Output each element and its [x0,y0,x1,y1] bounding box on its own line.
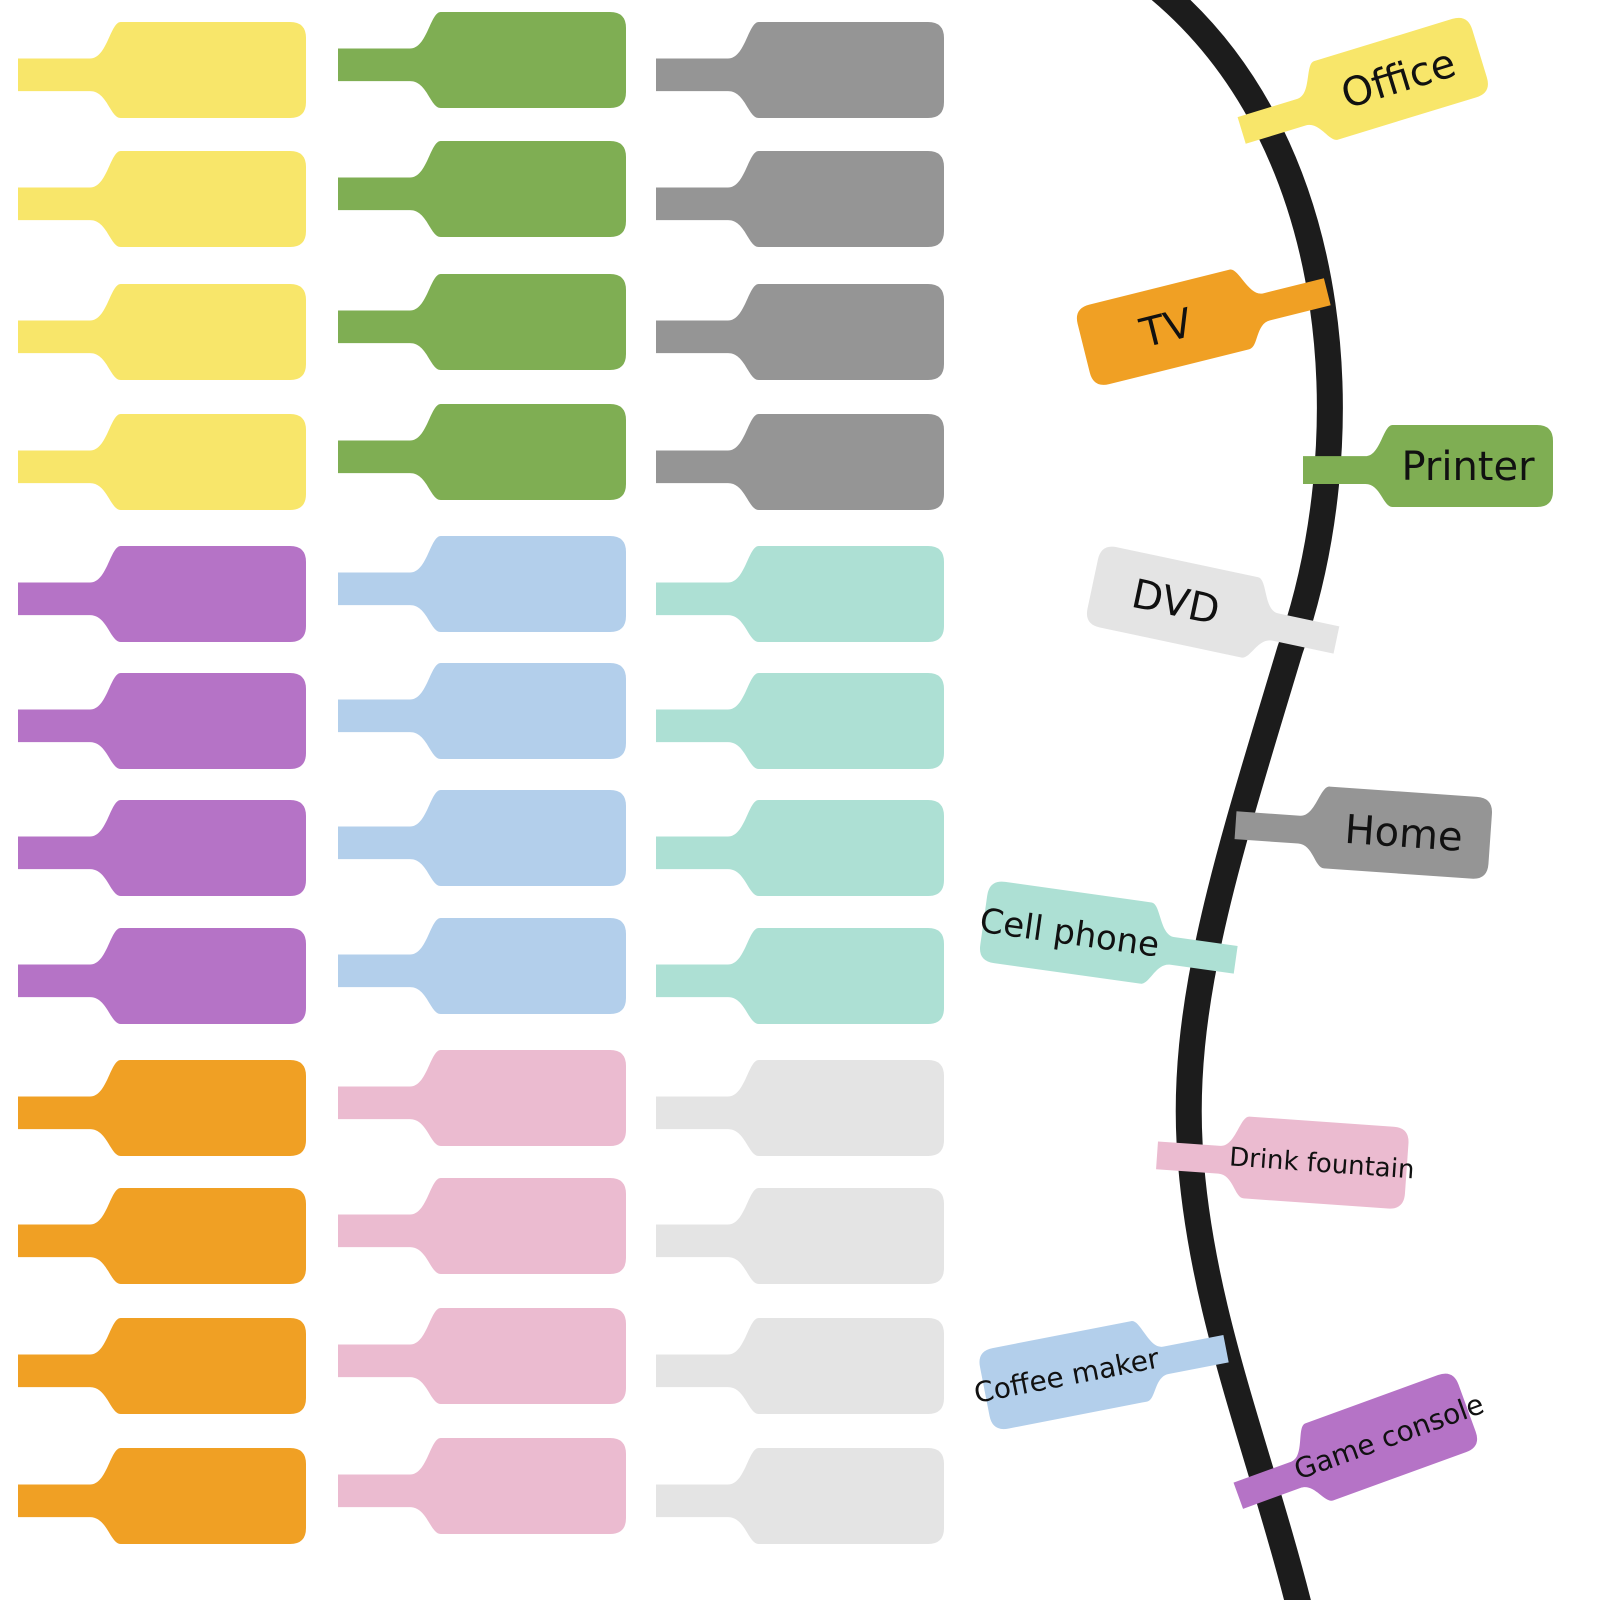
cable-tag: TV [1076,269,1331,385]
blank-tag-green [338,12,626,108]
cable-tag: Coffee maker [971,1321,1229,1430]
cable-tag-shape [1303,425,1553,507]
blank-tag-yellow [18,284,306,380]
cable-tag-label: Printer [1401,444,1535,490]
cable-tag: DVD [1086,546,1340,658]
blank-tag-orange [18,1448,306,1544]
cable-tag-shape [979,881,1238,984]
blank-tag-green [338,404,626,500]
blank-tag-orange [18,1318,306,1414]
blank-tag-white [656,1188,944,1284]
cable-tag-label: Home [1343,807,1464,861]
blank-tag-gray [656,151,944,247]
cable-tag: Cell phone [977,881,1238,984]
cable-tag-shape [1086,546,1340,658]
blank-tag-pink [338,1438,626,1534]
blank-tag-gray [656,414,944,510]
blank-tag-pink [338,1050,626,1146]
blank-tag-yellow [18,22,306,118]
blank-tag-yellow [18,151,306,247]
blank-tag-white [656,1318,944,1414]
blank-tag-mint [656,928,944,1024]
blank-tag-purple [18,928,306,1024]
blank-tag-purple [18,673,306,769]
blank-tag-blue [338,790,626,886]
blank-tag-purple [18,800,306,896]
blank-tag-blue [338,663,626,759]
cable-tag-shape [1237,17,1488,144]
cable-tag-shape [979,1321,1229,1430]
cable-tag-shape [1233,1373,1478,1509]
blank-tag-gray [656,22,944,118]
blank-tag-yellow [18,414,306,510]
blank-tag-grid [18,12,944,1544]
cable-tag: Printer [1303,425,1553,507]
blank-tag-gray [656,284,944,380]
cable-tag-shape [1156,1116,1409,1209]
blank-tag-mint [656,546,944,642]
blank-tag-pink [338,1308,626,1404]
blank-tag-mint [656,673,944,769]
cable-tag: Game console [1233,1373,1488,1509]
cable-tag: Drink fountain [1156,1116,1415,1209]
cable-tag: Office [1237,17,1488,144]
blank-tag-mint [656,800,944,896]
blank-tag-blue [338,536,626,632]
cable-tag: Home [1234,786,1492,879]
blank-tag-orange [18,1060,306,1156]
blank-tag-green [338,141,626,237]
blank-tag-white [656,1060,944,1156]
blank-tag-white [656,1448,944,1544]
blank-tag-purple [18,546,306,642]
cable-tag-shape [1234,786,1492,879]
blank-tag-green [338,274,626,370]
cable-tag-shape [1076,269,1331,385]
blank-tag-blue [338,918,626,1014]
blank-tag-orange [18,1188,306,1284]
blank-tag-pink [338,1178,626,1274]
